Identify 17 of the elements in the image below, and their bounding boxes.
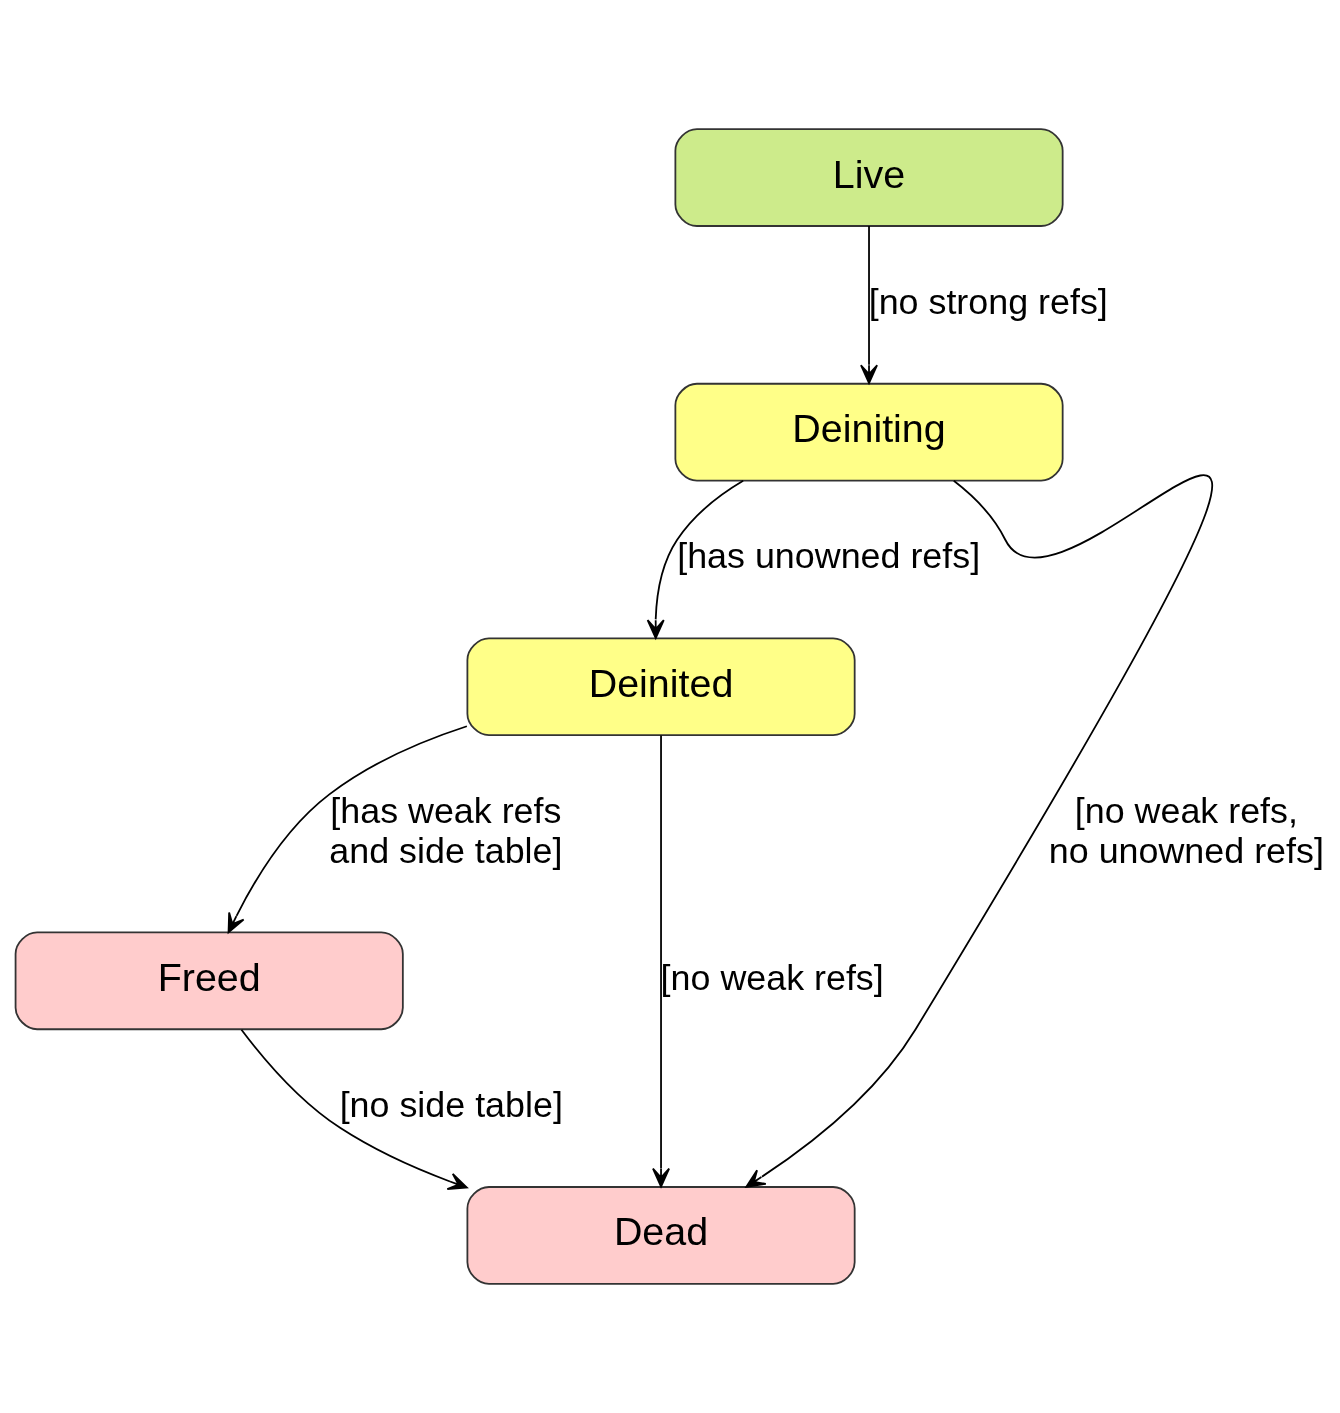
node-box: Freed	[14, 931, 404, 1031]
edge-label: [no weak refs]	[660, 957, 884, 998]
node-box: Deiniting	[674, 382, 1064, 482]
edge-label: [no side table]	[339, 1085, 563, 1126]
arrow	[240, 1028, 468, 1190]
arrow	[652, 734, 670, 1188]
arrow	[646, 479, 745, 639]
edge-label: [no strong refs]	[868, 281, 1108, 322]
edge-label: [has weak refs and side table]	[329, 791, 563, 871]
node-box: Deinited	[466, 637, 856, 737]
edge-label: [has unowned refs]	[677, 536, 981, 577]
arrow	[745, 475, 1213, 1188]
node-box: Live	[674, 128, 1064, 227]
arrow	[860, 225, 878, 385]
arrow	[227, 725, 468, 934]
node-box: Dead	[466, 1186, 856, 1285]
edge-label: [no weak refs, no unowned refs]	[1048, 791, 1324, 871]
